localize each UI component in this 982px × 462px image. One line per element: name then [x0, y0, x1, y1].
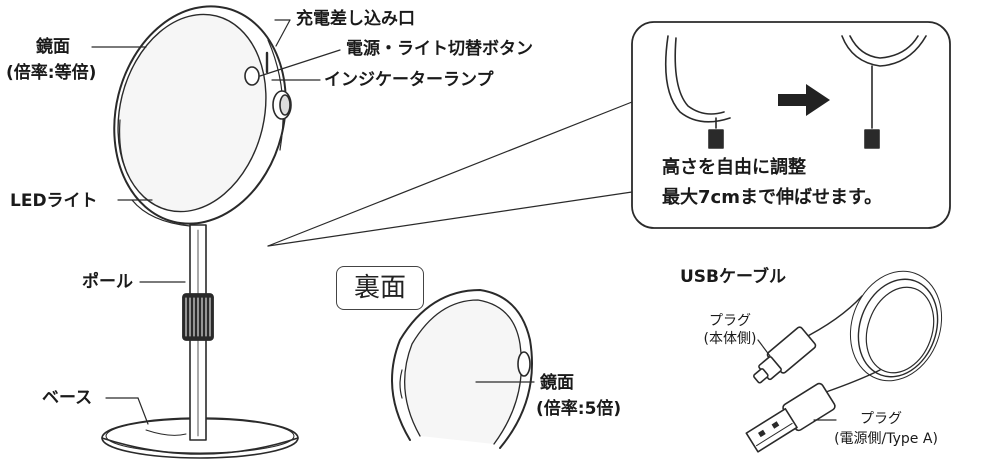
plug-body-sub: (本体側) [703, 331, 757, 347]
usb-cable-illustration [745, 270, 943, 453]
callout-line-2: 最大7cmまで伸ばせます。 [662, 187, 883, 208]
led-light-label: LEDライト [10, 191, 98, 211]
leader-lines [91, 19, 341, 425]
pole-label: ポール [82, 272, 133, 292]
base-label: ベース [42, 388, 93, 408]
mirror-front-label: 鏡面 [36, 37, 70, 57]
plug-power-label: プラグ [860, 411, 902, 427]
plug-power-sub: (電源側/Type A) [834, 431, 938, 447]
mirror-front-illustration [113, 5, 292, 227]
mirror-front-magnification: (倍率:等倍) [6, 63, 97, 83]
back-side-tag: 裏面 [336, 266, 424, 310]
charge-port-label: 充電差し込み口 [296, 9, 415, 29]
usb-cable-label: USBケーブル [680, 267, 786, 287]
indicator-lamp-label: インジケーターランプ [324, 70, 494, 90]
plug-body-label: プラグ [709, 313, 751, 329]
callout-pointer [267, 101, 633, 247]
mirror-back-label: 鏡面 [540, 373, 574, 393]
mirror-back-magnification: (倍率:5倍) [536, 399, 622, 419]
height-callout-box [631, 21, 951, 229]
mirror-back-illustration [391, 289, 535, 449]
pole-illustration [182, 224, 214, 441]
callout-line-1: 高さを自由に調整 [662, 157, 806, 178]
power-button-label: 電源・ライト切替ボタン [346, 39, 533, 59]
